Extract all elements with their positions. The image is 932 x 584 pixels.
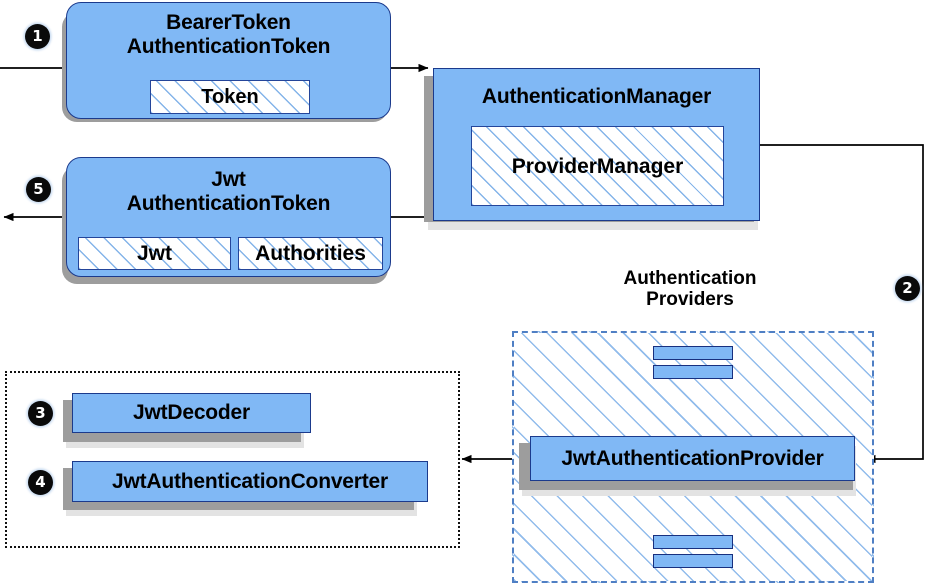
provider-stub-top-upper — [653, 346, 733, 360]
bearer-token-compartment-token: Token — [150, 80, 310, 114]
node-authentication-manager[interactable]: AuthenticationManager ProviderManager — [433, 68, 760, 221]
jwt-authentication-token-compartment-authorities: Authorities — [238, 237, 383, 270]
node-jwt-authentication-converter[interactable]: JwtAuthenticationConverter — [72, 461, 428, 502]
step-marker-3: 3 — [28, 401, 53, 426]
jwt-authentication-token-compartment-jwt-label: Jwt — [136, 242, 172, 265]
authentication-manager-compartment-provider-manager: ProviderManager — [471, 126, 724, 206]
authentication-manager-compartment-provider-manager-label: ProviderManager — [511, 154, 684, 178]
bearer-token-title: BearerToken AuthenticationToken — [126, 11, 331, 58]
node-jwt-authentication-token[interactable]: Jwt AuthenticationToken Jwt Authorities — [66, 157, 391, 277]
provider-stub-bottom-upper — [653, 535, 733, 549]
step-marker-2: 2 — [895, 276, 920, 301]
jwt-authentication-token-title: Jwt AuthenticationToken — [126, 168, 331, 215]
step-marker-5: 5 — [26, 177, 51, 202]
authentication-manager-title: AuthenticationManager — [481, 85, 712, 108]
jwt-authentication-token-compartment-authorities-label: Authorities — [255, 242, 366, 265]
jwt-authentication-converter-title: JwtAuthenticationConverter — [112, 469, 388, 493]
provider-stub-top-lower — [653, 365, 733, 379]
jwt-authentication-token-compartment-jwt: Jwt — [78, 237, 231, 270]
jwt-decoder-title: JwtDecoder — [132, 401, 251, 425]
jwt-authentication-provider-title: JwtAuthenticationProvider — [561, 446, 824, 470]
bearer-token-compartment-token-label: Token — [201, 86, 259, 108]
node-bearer-token-authentication-token[interactable]: BearerToken AuthenticationToken Token — [66, 2, 391, 119]
provider-stub-bottom-lower — [653, 554, 733, 568]
node-jwt-authentication-provider[interactable]: JwtAuthenticationProvider — [530, 436, 855, 481]
node-jwt-decoder[interactable]: JwtDecoder — [72, 393, 311, 433]
jwt-support-components-region — [5, 371, 460, 548]
step-marker-4: 4 — [28, 470, 53, 495]
step-marker-1: 1 — [25, 24, 50, 49]
authentication-providers-caption: Authentication Providers — [623, 268, 757, 311]
